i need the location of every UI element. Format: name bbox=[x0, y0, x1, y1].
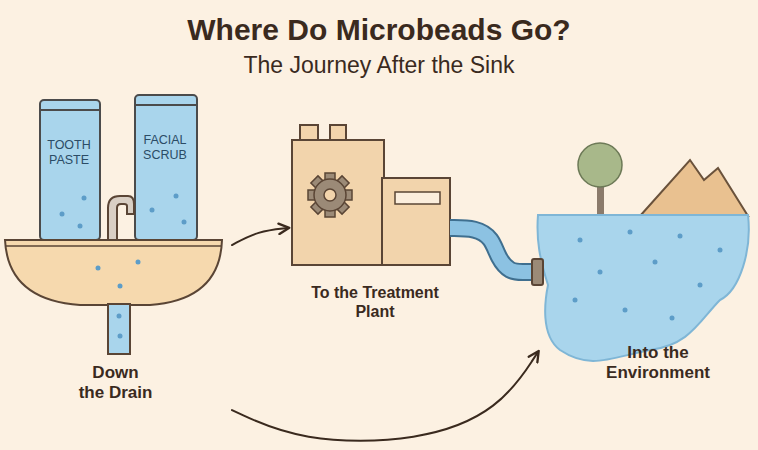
drain-pipe bbox=[108, 304, 130, 354]
tube-crimp bbox=[135, 104, 197, 106]
plant-window bbox=[395, 192, 440, 204]
pipe-body bbox=[450, 228, 538, 272]
microbead bbox=[653, 260, 658, 265]
node-label: Into the Environment bbox=[603, 343, 713, 384]
microbead bbox=[118, 284, 123, 289]
node-label: Down the Drain bbox=[78, 363, 153, 404]
chimney bbox=[300, 125, 318, 142]
microbead bbox=[678, 234, 683, 239]
microbead bbox=[598, 270, 603, 275]
title: Where Do Microbeads Go? bbox=[0, 13, 758, 48]
sink-rim bbox=[5, 245, 222, 247]
microbead bbox=[698, 283, 703, 288]
microbead bbox=[117, 314, 122, 319]
gear-hub bbox=[324, 189, 336, 201]
flow-arrow bbox=[232, 352, 538, 441]
gear bbox=[314, 179, 346, 211]
plant-building bbox=[292, 140, 384, 265]
microbead bbox=[118, 334, 123, 339]
tube-crimp bbox=[40, 109, 100, 111]
tree-trunk bbox=[597, 180, 604, 218]
microbead bbox=[628, 230, 633, 235]
microbead bbox=[578, 238, 583, 243]
microbead bbox=[82, 196, 87, 201]
gear-tooth bbox=[308, 190, 352, 200]
microbead bbox=[78, 224, 83, 229]
outflow-pipe bbox=[450, 228, 538, 272]
toothpaste-tube bbox=[40, 100, 100, 240]
sink-basin bbox=[5, 240, 222, 305]
environment: Into the Environment bbox=[538, 140, 755, 405]
microbead bbox=[670, 316, 675, 321]
node-label: FACIAL SCRUB bbox=[133, 133, 197, 163]
arrow-line bbox=[232, 228, 288, 245]
pipe-outlet bbox=[532, 259, 543, 285]
microbead bbox=[718, 248, 723, 253]
microbead bbox=[136, 260, 141, 265]
node-label: To the Treatment Plant bbox=[305, 283, 445, 321]
subtitle: The Journey After the Sink bbox=[0, 52, 758, 78]
plant-annex bbox=[382, 178, 450, 265]
microbead bbox=[60, 212, 65, 217]
treatment-plant: To the Treatment Plant bbox=[288, 120, 450, 330]
microbead bbox=[573, 298, 578, 303]
pipe-outline bbox=[450, 228, 538, 272]
tree-crown bbox=[578, 143, 622, 187]
toothpaste-tube: TOOTH PASTE bbox=[38, 100, 100, 240]
mountain bbox=[640, 160, 748, 216]
microbead bbox=[174, 194, 179, 199]
microbead bbox=[150, 208, 155, 213]
gear-tooth bbox=[311, 176, 349, 214]
water bbox=[537, 215, 748, 361]
microbead bbox=[96, 266, 101, 271]
microbead bbox=[182, 220, 187, 225]
chimney bbox=[330, 125, 346, 142]
scrub-tube: FACIAL SCRUB bbox=[133, 95, 197, 240]
flow-arrow bbox=[232, 228, 288, 245]
scrub-tube bbox=[135, 95, 197, 240]
microbead bbox=[623, 308, 628, 313]
faucet bbox=[108, 196, 134, 240]
gear-tooth bbox=[311, 176, 349, 214]
arrow-line bbox=[232, 352, 538, 441]
node-label: TOOTH PASTE bbox=[38, 138, 100, 168]
gear-tooth bbox=[325, 173, 335, 217]
sink-station: Down the Drain TOOTH PASTE FACIAL SCRUB bbox=[0, 85, 232, 415]
